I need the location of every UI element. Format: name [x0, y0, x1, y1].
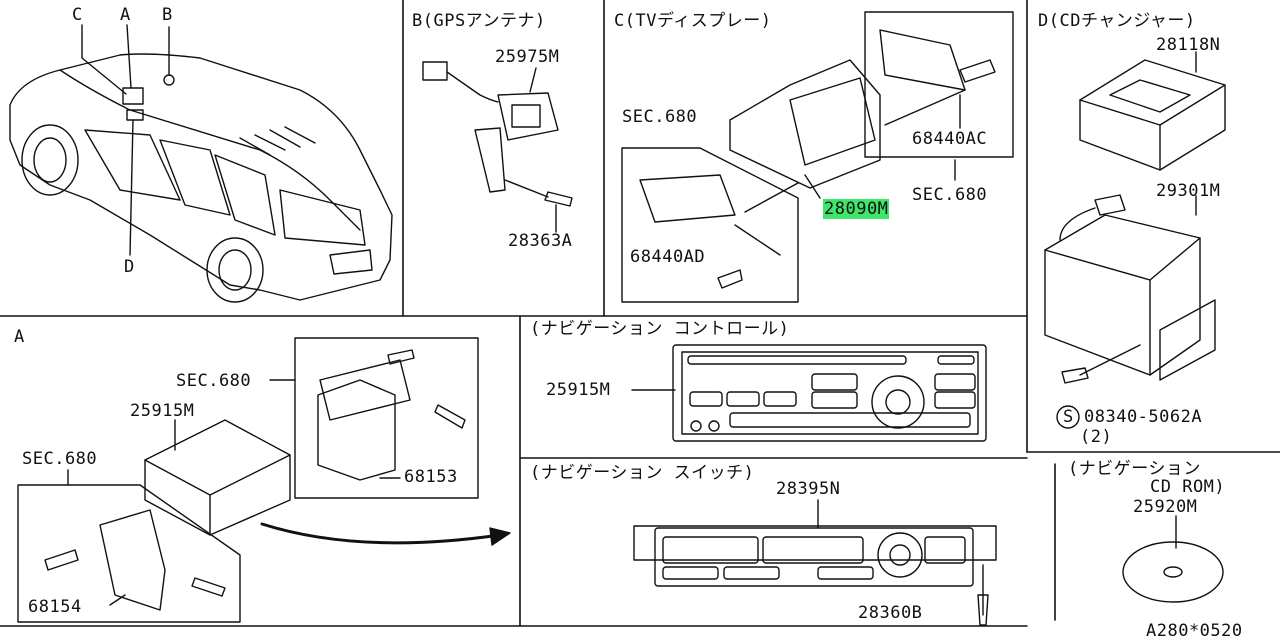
part-68440ad: 68440AD: [630, 247, 706, 267]
part-25915m-nav: 25915M: [546, 380, 611, 400]
diagram-code: A280*0520: [1146, 621, 1243, 640]
frame-lines: [0, 0, 1280, 627]
nav-control-drawing: [631, 344, 987, 442]
section-b-title: B(GPSアンテナ): [412, 11, 546, 31]
callout-b: B: [162, 5, 173, 25]
section-d-title: D(CDチャンジャー): [1038, 11, 1196, 31]
section-a-title: A: [14, 327, 25, 347]
sec680-label: SEC.680: [22, 449, 98, 469]
part-28395n: 28395N: [776, 479, 841, 499]
nav-switch-title: (ナビゲーション スイッチ): [530, 463, 755, 483]
callout-c: C: [72, 5, 83, 25]
callout-a: A: [120, 5, 131, 25]
sec680-label: SEC.680: [176, 371, 252, 391]
section-c-title: C(TVディスプレー): [614, 11, 772, 31]
part-08340-quantity: (2): [1080, 427, 1113, 447]
part-28363a: 28363A: [508, 231, 573, 251]
part-68153: 68153: [404, 467, 458, 487]
screw-symbol: S: [1063, 407, 1074, 427]
part-25920m: 25920M: [1133, 497, 1198, 517]
part-08340-5062a: 08340-5062A: [1084, 407, 1203, 427]
callout-d: D: [124, 257, 135, 277]
part-68154: 68154: [28, 597, 82, 617]
vehicle-overview: [9, 24, 393, 303]
nav-control-title: (ナビゲーション コントロール): [530, 319, 790, 339]
cd-rom-title-line1: (ナビゲーション: [1068, 459, 1201, 479]
part-29301m: 29301M: [1156, 181, 1221, 201]
sec680-label: SEC.680: [912, 185, 988, 205]
gps-antenna-drawing: [422, 61, 573, 233]
sec680-label: SEC.680: [622, 107, 698, 127]
cd-changer-drawing: [1044, 51, 1226, 429]
cd-rom-drawing: [1122, 515, 1224, 603]
tv-display-drawing: [621, 11, 1014, 303]
cd-rom-title-line2: CD ROM): [1150, 477, 1226, 497]
part-25975m: 25975M: [495, 47, 560, 67]
nav-switch-drawing: [633, 499, 997, 626]
part-28118n: 28118N: [1156, 35, 1221, 55]
part-28090m: 28090M: [823, 199, 890, 219]
part-28360b: 28360B: [858, 603, 923, 623]
part-68440ac: 68440AC: [912, 129, 988, 149]
part-28090m-highlight: 28090M: [823, 199, 890, 219]
part-25915m: 25915M: [130, 401, 195, 421]
nav-unit-bracket-drawing: [17, 337, 511, 623]
